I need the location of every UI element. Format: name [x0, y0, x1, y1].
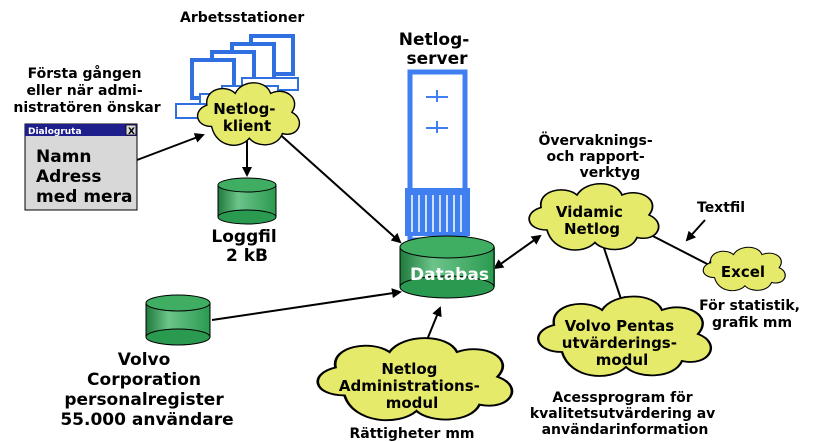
arrow-client-to-database [274, 129, 402, 244]
registry-cylinder [145, 294, 211, 346]
arrow-registry-to-database [211, 288, 402, 321]
monitoring-tools-label: Övervaknings- och rapport- verktyg [538, 131, 657, 181]
dialog-box: Dialogruta X Namn Adress med mera [24, 123, 138, 211]
admin-module-caption: Rättigheter mm [349, 426, 474, 442]
volvo-penta-label: Volvo Pentas utvärderings- modul [562, 317, 682, 369]
connector-arrows [136, 129, 717, 363]
excel-label: Excel [721, 263, 765, 281]
workstations-title: Arbetsstationer [180, 10, 304, 26]
logfile-label: Loggfil 2 kB [211, 227, 282, 266]
netlog-client-label: Netlog- klient [213, 100, 281, 135]
volvo-penta-caption: Acessprogram för kvalitetsutvärdering av… [530, 390, 720, 438]
database-label: Databas [410, 265, 489, 285]
database-cylinder [399, 235, 495, 299]
arrow-dialog-to-client [136, 133, 205, 161]
arrow-vidamic-to-penta [602, 244, 626, 307]
arrow-vidamic-to-excel [644, 231, 717, 269]
admin-module-label: Netlog Administrations- modul [339, 360, 485, 412]
dialog-title: Dialogruta [28, 127, 82, 137]
registry-label: Volvo Corporation personalregister 55.00… [60, 350, 233, 430]
logfile-cylinder [217, 177, 277, 225]
arrow-database-vidamic [493, 234, 542, 270]
excel-caption: För statistik, grafik mm [699, 298, 805, 331]
netlog-server-label: Netlog- server [399, 30, 476, 69]
dialog-close-icon: X [128, 127, 135, 137]
dialog-content: Namn Adress med mera [36, 147, 132, 207]
first-time-note: Första gången eller när admi- nistratöre… [13, 65, 160, 116]
vidamic-netlog-label: Vidamic Netlog [556, 203, 628, 238]
server-tower-icon [405, 69, 470, 243]
textfile-label: Textfil [697, 200, 745, 216]
arrow-textfile-pointer [685, 219, 706, 242]
